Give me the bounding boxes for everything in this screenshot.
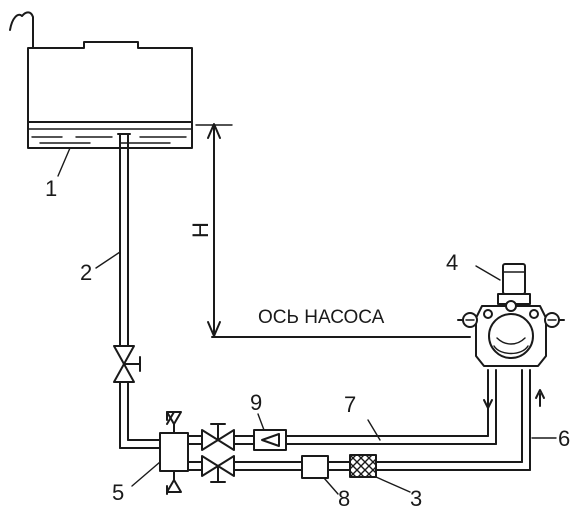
label-2-suction-pipe: 2: [80, 260, 92, 285]
suction-pipe: [117, 133, 161, 449]
suction-line: [187, 369, 545, 483]
pump-axis-label: ОСЬ НАСОСА: [258, 307, 385, 328]
leader-lines: [57, 147, 557, 495]
fuel-tank: [9, 11, 193, 149]
label-9-check-valve: 9: [250, 390, 262, 415]
shutoff-valve-vertical: [113, 345, 141, 383]
return-line: [187, 369, 497, 451]
height-label: H: [188, 222, 213, 238]
label-8-component: 8: [338, 486, 350, 507]
label-1-tank: 1: [45, 176, 57, 201]
label-7-return-line: 7: [344, 392, 356, 417]
label-4-pump: 4: [446, 250, 458, 275]
label-5-distributor: 5: [112, 480, 124, 505]
fuel-pump: [457, 263, 565, 367]
distributor-block: [159, 411, 189, 495]
label-6-suction-line: 6: [558, 426, 570, 451]
label-3-filter: 3: [410, 486, 422, 507]
